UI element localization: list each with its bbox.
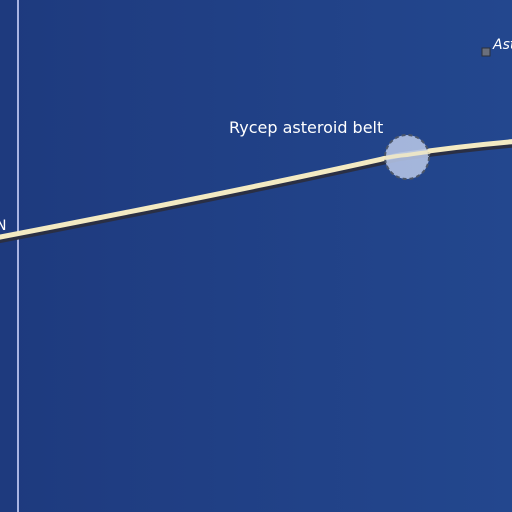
route-through-belt xyxy=(383,150,431,160)
station-marker[interactable] xyxy=(481,47,491,57)
route-line[interactable] xyxy=(0,139,512,240)
asteroid-belt-label[interactable]: Rycep asteroid belt xyxy=(229,118,383,137)
route-edge-label: N xyxy=(0,218,6,234)
station-label[interactable]: Ast xyxy=(492,37,512,53)
